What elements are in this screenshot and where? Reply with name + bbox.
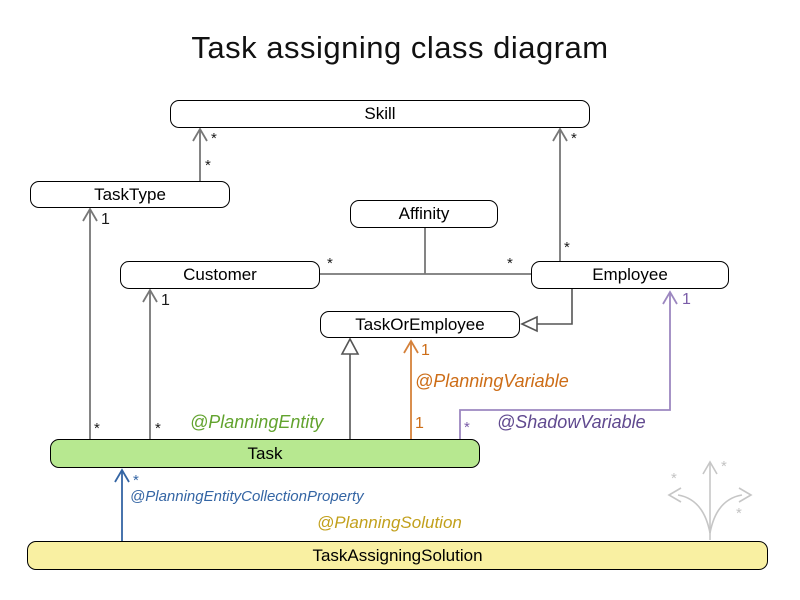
annotation-planning-solution: @PlanningSolution — [317, 513, 462, 532]
arrowhead-up-icon — [403, 339, 419, 354]
class-affinity: Affinity — [350, 200, 498, 228]
class-affinity-label: Affinity — [398, 204, 450, 223]
mult-task-tasktype-near-task: * — [94, 420, 100, 437]
mult-shadow-variable-near-employee: 1 — [682, 291, 691, 308]
class-tasktype-label: TaskType — [94, 184, 166, 204]
arrowhead-left-icon — [667, 487, 682, 503]
mult-task-customer-near-customer: 1 — [161, 292, 170, 309]
edge-task-to-tasktype — [82, 207, 98, 439]
class-customer-label: Customer — [183, 265, 257, 284]
class-skill: Skill — [170, 100, 590, 128]
arrowhead-up-icon — [662, 290, 678, 305]
edge-task-to-customer — [142, 288, 158, 439]
class-taskassigningsolution-label: TaskAssigningSolution — [312, 545, 483, 565]
class-employee: Employee — [531, 261, 729, 289]
mult-task-tasktype-near-tasktype: 1 — [101, 211, 110, 228]
mult-shadow-variable-near-task: * — [464, 419, 470, 436]
edge-faded-solution-arrows — [667, 460, 753, 540]
page-title: Task assigning class diagram — [191, 30, 609, 65]
class-taskassigningsolution: TaskAssigningSolution — [27, 541, 768, 570]
edge-tasktype-to-skill — [192, 127, 208, 181]
mult-customer-employee-near-customer: * — [327, 255, 333, 272]
edge-employee-to-skill — [552, 127, 568, 261]
generalization-triangle-icon — [340, 337, 360, 355]
class-task-label: Task — [247, 443, 283, 463]
mult-employee-skill-near-employee: * — [564, 239, 570, 256]
mult-faded-left: * — [671, 470, 677, 487]
mult-tasktype-skill-near-tasktype: * — [205, 157, 211, 174]
class-taskoremployee-label: TaskOrEmployee — [355, 314, 485, 334]
mult-employee-skill-near-skill: * — [571, 130, 577, 147]
annotation-planning-variable: @PlanningVariable — [415, 371, 569, 391]
mult-task-customer-near-task: * — [155, 420, 161, 437]
mult-solution-task-near-task: * — [133, 472, 139, 489]
edge-task-generalization-taskoremployee — [340, 337, 360, 439]
arrowhead-up-icon — [552, 127, 568, 142]
edge-employee-generalization-taskoremployee — [520, 289, 573, 333]
class-skill-label: Skill — [364, 104, 396, 123]
mult-customer-employee-near-employee: * — [507, 255, 513, 272]
mult-faded-top: * — [721, 458, 727, 475]
class-employee-label: Employee — [592, 265, 668, 284]
arrowhead-up-icon — [192, 127, 208, 142]
class-tasktype: TaskType — [30, 181, 230, 208]
arrowhead-right-icon — [738, 487, 753, 503]
edge-shadow-variable — [459, 290, 678, 439]
edge-collection-property — [114, 468, 130, 541]
edge-planning-variable — [403, 339, 419, 439]
arrowhead-up-icon — [82, 207, 98, 222]
class-task: Task — [50, 439, 480, 468]
annotation-shadow-variable: @ShadowVariable — [497, 412, 646, 432]
mult-planning-variable-near-task: 1 — [415, 415, 424, 432]
mult-faded-right: * — [736, 505, 742, 522]
class-taskoremployee: TaskOrEmployee — [320, 311, 520, 338]
mult-tasktype-skill-near-skill: * — [211, 130, 217, 147]
generalization-triangle-icon — [520, 315, 538, 333]
class-customer: Customer — [120, 261, 320, 289]
arrowhead-up-icon — [114, 468, 130, 483]
arrowhead-up-icon — [702, 460, 718, 475]
annotation-planning-entity-collection-property: @PlanningEntityCollectionProperty — [130, 488, 364, 505]
arrowhead-up-icon — [142, 288, 158, 303]
annotation-planning-entity: @PlanningEntity — [190, 412, 324, 432]
mult-planning-variable-near-taskoremployee: 1 — [421, 342, 430, 359]
